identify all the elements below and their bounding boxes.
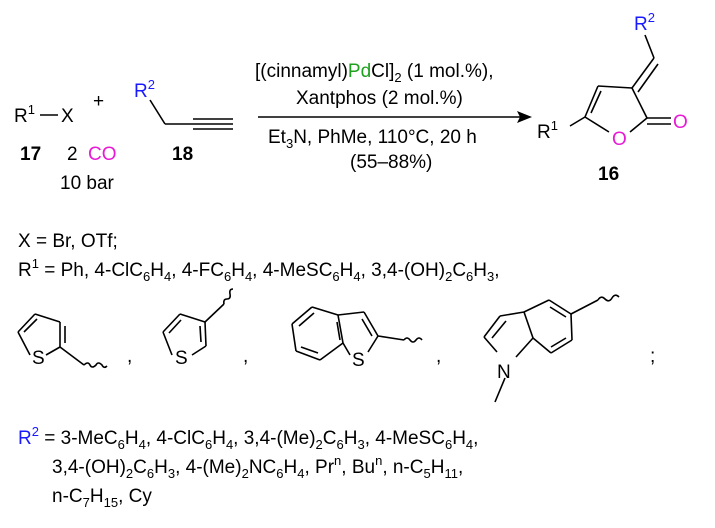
r2-definition-line2: 3,4-(OH)2C6H3, 4-(Me)2NC6H4, Prn, Bun, n… bbox=[52, 453, 463, 481]
label-18: 18 bbox=[172, 144, 193, 165]
separator-3: , bbox=[436, 346, 441, 367]
label-17: 17 bbox=[20, 144, 41, 165]
co-pressure: 10 bar bbox=[60, 173, 115, 194]
benzothiophen-2-yl-structure bbox=[291, 306, 423, 361]
thiophen-3-yl-structure bbox=[162, 288, 234, 356]
product-carbonyl-oxygen: O bbox=[673, 112, 688, 133]
thiophene1-s: S bbox=[32, 348, 45, 369]
conditions-line3: Et3N, PhMe, 110°C, 20 h bbox=[268, 127, 477, 151]
x-definition: X = Br, OTf; bbox=[18, 231, 118, 252]
n-methylindol-5-yl-structure bbox=[483, 294, 620, 403]
separator-2: , bbox=[243, 346, 248, 367]
reactant2-r2: R2 bbox=[134, 77, 155, 102]
separator-4: ; bbox=[650, 346, 655, 367]
conditions-line4: (55–88%) bbox=[350, 152, 432, 173]
reactant1-formula: R1 bbox=[14, 102, 35, 127]
product-ring-oxygen: O bbox=[612, 129, 627, 150]
thiophene2-s: S bbox=[175, 348, 188, 369]
r1-definition: R1 = Ph, 4-ClC6H4, 4-FC6H4, 4-MeSC6H4, 3… bbox=[18, 256, 500, 284]
plus-sign: + bbox=[93, 91, 104, 112]
separator-1: , bbox=[127, 346, 132, 367]
r2-definition-line3: n-C7H15, Cy bbox=[52, 486, 152, 510]
reactant1-x: X bbox=[61, 106, 74, 127]
conditions-line2: Xantphos (2 mol.%) bbox=[296, 88, 463, 109]
indole-n: N bbox=[497, 362, 511, 383]
benzothiophene-s: S bbox=[352, 350, 365, 371]
product-r1: R1 bbox=[537, 118, 558, 143]
r2-definition-line1: R2 = 3-MeC6H4, 4-ClC6H4, 3,4-(Me)2C6H3, … bbox=[18, 424, 478, 452]
triple-bond bbox=[193, 118, 233, 130]
conditions-line1: [(cinnamyl)PdCl]2 (1 mol.%), bbox=[255, 61, 493, 85]
co-coefficient: 2 bbox=[67, 144, 78, 165]
thiophen-2-yl-structure bbox=[17, 313, 108, 369]
label-16: 16 bbox=[598, 164, 619, 185]
propargyl-bond-1 bbox=[149, 99, 166, 125]
co-formula: CO bbox=[88, 144, 117, 165]
product-r2: R2 bbox=[634, 10, 655, 35]
product-structure bbox=[569, 34, 671, 133]
reaction-arrow-head bbox=[517, 111, 532, 123]
